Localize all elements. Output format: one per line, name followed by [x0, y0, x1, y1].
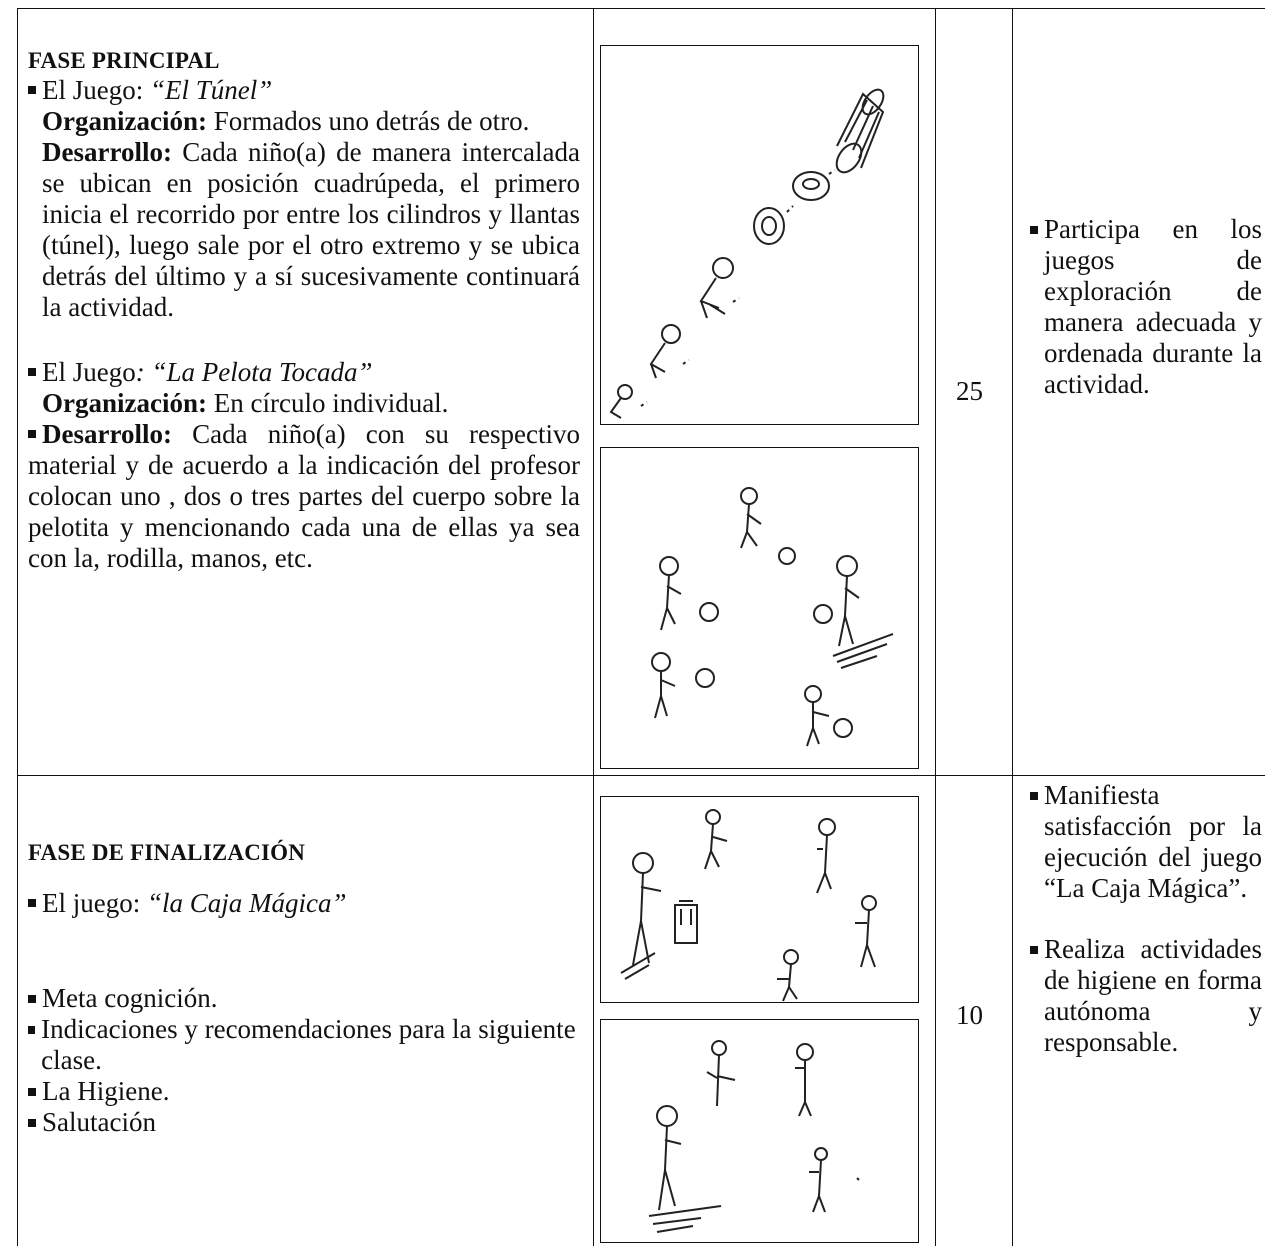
game1-dev-label: Desarrollo: — [42, 137, 172, 167]
principal-time: 25 — [956, 376, 983, 406]
final-item: Indicaciones y recomendaciones para la s… — [28, 1014, 580, 1076]
row-divider — [17, 775, 1265, 776]
game1-dev-text: Cada niño(a) de manera intercalada se ub… — [42, 137, 580, 322]
bullet-icon — [28, 85, 36, 94]
game1-name: “El Túnel” — [150, 75, 273, 105]
hygiene-drawing — [600, 1019, 919, 1243]
final-activities-cell: FASE DE FINALIZACIÓN El juego: “la Caja … — [28, 840, 580, 1138]
final-item: Salutación — [28, 1107, 580, 1138]
criteria-item: Manifiesta satisfacción por la ejecución… — [1030, 780, 1262, 904]
game2-org-label: Organización: — [42, 388, 207, 418]
principal-activities-cell: FASE PRINCIPAL El Juego: “El Túnel” Orga… — [28, 48, 580, 574]
box-sketch — [620, 809, 877, 1002]
final-items-list: Meta cognición. Indicaciones y recomenda… — [28, 983, 580, 1138]
criteria-text: Manifiesta satisfacción por la ejecución… — [1044, 780, 1262, 903]
bullet-icon — [28, 1026, 36, 1034]
game2-name: “La Pelota Tocada” — [151, 357, 373, 387]
bullet-icon — [1030, 792, 1038, 800]
table-top-border — [17, 8, 1265, 9]
tunnel-sketch — [609, 88, 885, 419]
bullet-icon — [28, 1119, 36, 1127]
col-border-3 — [935, 8, 936, 1246]
game2-dev-text: Cada niño(a) con su respectivo material … — [28, 419, 580, 573]
bullet-icon — [28, 898, 36, 907]
phase-title-principal: FASE PRINCIPAL — [28, 48, 220, 73]
game1-organization: Organización: Formados uno detrás de otr… — [16, 106, 580, 137]
criteria-text: Realiza actividades de higiene en forma … — [1044, 934, 1262, 1057]
phase-title-final: FASE DE FINALIZACIÓN — [28, 840, 306, 865]
game2-prefix: El Juego — [42, 357, 136, 387]
criteria-text: Participa en los juegos de exploración d… — [1044, 214, 1262, 399]
game2-development: Desarrollo: Cada niño(a) con su respecti… — [28, 419, 580, 574]
ball-drawing — [600, 447, 919, 769]
game2-dev-label: Desarrollo: — [42, 419, 172, 449]
bullet-icon — [28, 1088, 36, 1096]
game1-line: El Juego: “El Túnel” — [28, 75, 580, 106]
bullet-icon — [28, 429, 36, 438]
game2-organization: Organización: En círculo individual. — [16, 388, 580, 419]
criteria-item: Participa en los juegos de exploración d… — [1030, 214, 1262, 400]
principal-criteria: Participa en los juegos de exploración d… — [1030, 214, 1262, 400]
final-game-line: El juego: “la Caja Mágica” — [28, 888, 580, 919]
final-item: Meta cognición. — [28, 983, 580, 1014]
final-item-text: Indicaciones y recomendaciones para la s… — [41, 1014, 576, 1075]
game2-line: El Juego: “La Pelota Tocada” — [28, 357, 580, 388]
game2-colon: : — [135, 357, 152, 387]
final-item-text: Salutación — [42, 1107, 156, 1137]
final-game-name: “la Caja Mágica” — [146, 888, 347, 918]
bullet-icon — [28, 367, 36, 376]
bullet-icon — [1030, 946, 1038, 954]
col-border-4 — [1012, 8, 1013, 1246]
final-item-text: Meta cognición. — [42, 983, 218, 1013]
bullet-icon — [1030, 226, 1038, 234]
magic-box-drawing — [600, 796, 919, 1003]
final-game-prefix: El juego: — [42, 888, 147, 918]
col-border-2 — [593, 8, 594, 1246]
final-time: 10 — [956, 1000, 983, 1030]
final-item-text: La Higiene. — [42, 1076, 170, 1106]
tunnel-drawing — [600, 45, 919, 425]
criteria-item: Realiza actividades de higiene en forma … — [1030, 934, 1262, 1058]
hygiene-sketch — [648, 1040, 860, 1233]
game1-development: Desarrollo: Cada niño(a) de manera inter… — [16, 137, 580, 323]
bullet-icon — [28, 995, 36, 1003]
col-border-left — [17, 8, 18, 1246]
game2-org-text: En círculo individual. — [206, 388, 449, 418]
final-item: La Higiene. — [28, 1076, 580, 1107]
game1-org-label: Organización: — [42, 106, 207, 136]
game1-prefix: El Juego: — [42, 75, 150, 105]
ball-sketch — [651, 487, 894, 747]
game1-org-text: Formados uno detrás de otro. — [206, 106, 530, 136]
final-criteria: Manifiesta satisfacción por la ejecución… — [1030, 780, 1262, 1058]
